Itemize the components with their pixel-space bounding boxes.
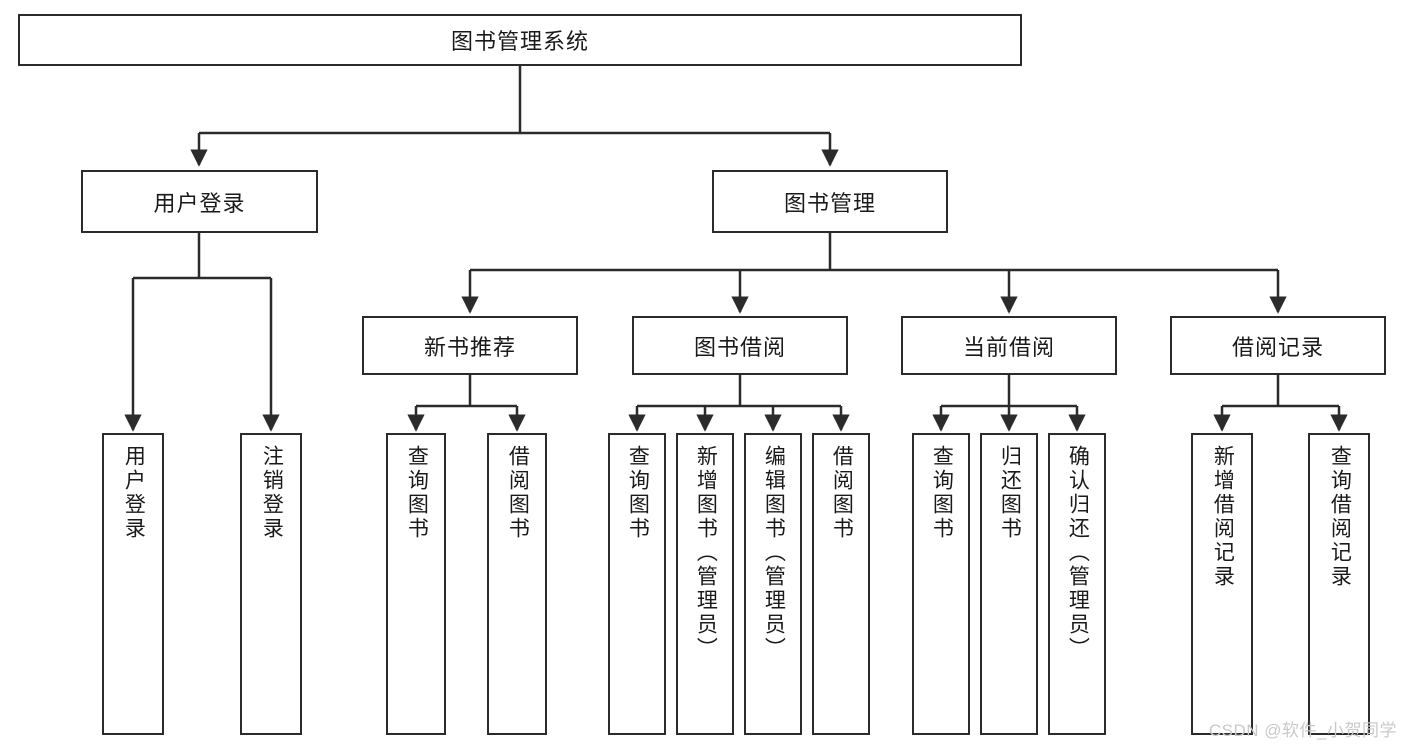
node-book-borrow[interactable]: 图书借阅: [632, 316, 848, 375]
leaf-user-login-1[interactable]: 用户登录: [102, 433, 164, 735]
leaf-book-borrow-2[interactable]: 新增图书（管理员）: [676, 433, 734, 735]
node-borrow-record[interactable]: 借阅记录: [1170, 316, 1386, 375]
leaf-new-book-2-label: 借阅图书: [506, 445, 530, 541]
leaf-book-borrow-4-label: 借阅图书: [830, 445, 854, 541]
leaf-new-book-1[interactable]: 查询图书: [386, 433, 446, 735]
leaf-book-borrow-4[interactable]: 借阅图书: [812, 433, 870, 735]
node-borrow-record-label: 借阅记录: [1231, 334, 1324, 360]
leaf-book-borrow-3-label: 编辑图书（管理员）: [762, 445, 786, 661]
leaf-user-login-2-label: 注销登录: [260, 445, 284, 541]
leaf-borrow-record-1[interactable]: 新增借阅记录: [1191, 433, 1253, 735]
node-new-book-recommend-label: 新书推荐: [423, 334, 516, 360]
leaf-borrow-record-2-label: 查询借阅记录: [1328, 445, 1352, 589]
leaf-borrow-record-1-label: 新增借阅记录: [1211, 445, 1235, 589]
leaf-book-borrow-1[interactable]: 查询图书: [608, 433, 666, 735]
leaf-current-borrow-1-label: 查询图书: [930, 445, 954, 541]
leaf-new-book-1-label: 查询图书: [405, 445, 429, 541]
node-current-borrow[interactable]: 当前借阅: [901, 316, 1117, 375]
leaf-borrow-record-2[interactable]: 查询借阅记录: [1308, 433, 1370, 735]
node-root[interactable]: 图书管理系统: [18, 14, 1022, 66]
leaf-current-borrow-1[interactable]: 查询图书: [912, 433, 970, 735]
leaf-current-borrow-3[interactable]: 确认归还（管理员）: [1048, 433, 1106, 735]
leaf-new-book-2[interactable]: 借阅图书: [487, 433, 547, 735]
watermark: CSDN @软件_小贺同学: [1208, 721, 1397, 740]
leaf-book-borrow-1-label: 查询图书: [626, 445, 650, 541]
leaf-user-login-1-label: 用户登录: [122, 445, 146, 541]
node-book-management-label: 图书管理: [783, 190, 876, 216]
leaf-current-borrow-3-label: 确认归还（管理员）: [1066, 445, 1090, 661]
node-new-book-recommend[interactable]: 新书推荐: [362, 316, 578, 375]
node-root-label: 图书管理系统: [450, 29, 589, 54]
node-book-borrow-label: 图书借阅: [693, 334, 786, 360]
node-book-management[interactable]: 图书管理: [712, 170, 948, 233]
leaf-book-borrow-2-label: 新增图书（管理员）: [694, 445, 718, 661]
leaf-current-borrow-2[interactable]: 归还图书: [980, 433, 1038, 735]
leaf-book-borrow-3[interactable]: 编辑图书（管理员）: [744, 433, 802, 735]
leaf-current-borrow-2-label: 归还图书: [998, 445, 1022, 541]
node-current-borrow-label: 当前借阅: [962, 334, 1055, 360]
node-user-login-label: 用户登录: [153, 190, 246, 216]
node-user-login[interactable]: 用户登录: [81, 170, 318, 233]
leaf-user-login-2[interactable]: 注销登录: [240, 433, 302, 735]
